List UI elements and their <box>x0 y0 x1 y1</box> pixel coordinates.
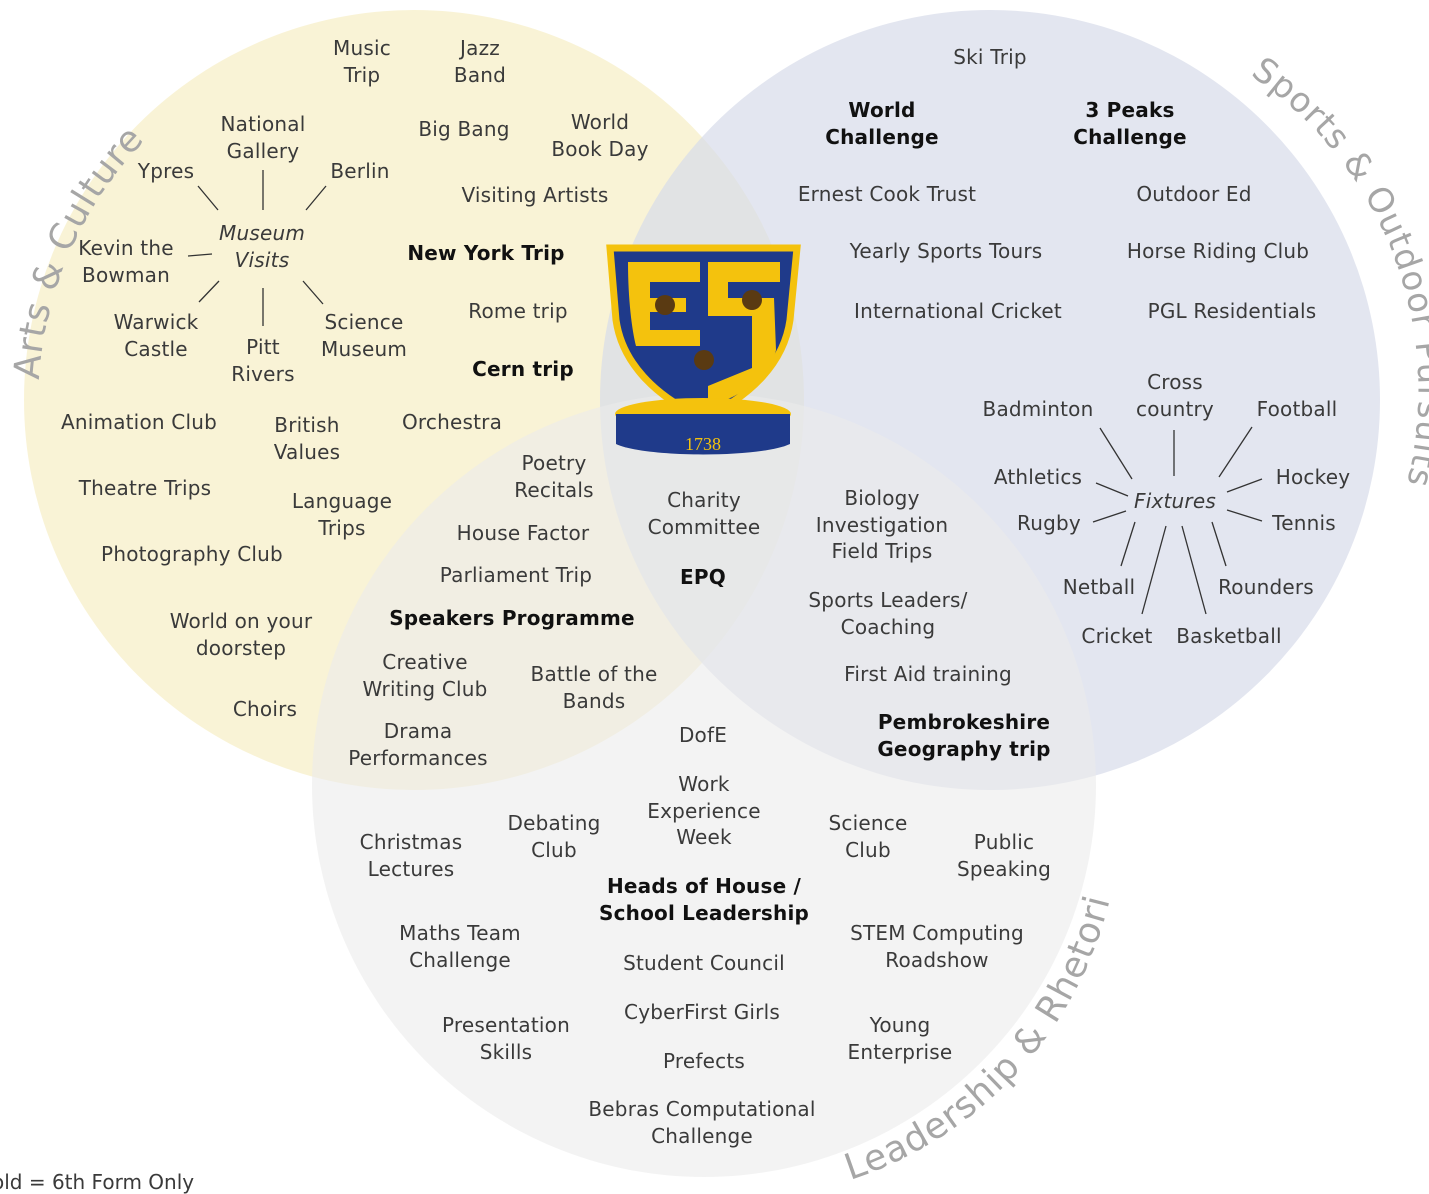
crest-lion-icons <box>655 290 762 370</box>
parliament-trip-label: Parliament Trip <box>439 563 593 587</box>
student-council-label: Student Council <box>623 951 785 975</box>
battle-of-bands-label: Battle of the Bands <box>530 662 658 713</box>
fixtures-hub: Fixtures <box>1134 489 1216 513</box>
three-peaks-label: 3 Peaks Challenge <box>1073 98 1187 149</box>
creative-writing-label: Creative Writing Club <box>362 650 488 701</box>
world-challenge-label: World Challenge <box>825 98 939 149</box>
charity-committee-label: Charity Committee <box>647 488 761 539</box>
maths-team-label: Maths Team Challenge <box>399 921 521 972</box>
world-on-doorstep-label: World on your doorstep <box>169 609 313 660</box>
museum-visits-hub: Museum Visits <box>218 221 306 272</box>
crest-ribbon <box>616 414 790 455</box>
leadership-rhetoric-circle <box>312 393 1096 1177</box>
berlin-label: Berlin <box>330 159 390 183</box>
tennis-label: Tennis <box>1272 511 1336 535</box>
rounders-label: Rounders <box>1218 575 1314 599</box>
rome-trip-label: Rome trip <box>468 299 568 323</box>
big-bang-label: Big Bang <box>418 117 510 141</box>
cyberfirst-label: CyberFirst Girls <box>624 1000 780 1024</box>
legend-note: old = 6th Form Only <box>0 1170 195 1194</box>
music-trip-label: Music Trip <box>333 36 391 87</box>
pgl-label: PGL Residentials <box>1147 299 1317 323</box>
photography-club-label: Photography Club <box>101 542 283 566</box>
museum-connectors <box>187 170 327 326</box>
pitt-rivers-label: Pitt Rivers <box>231 335 295 386</box>
school-crest: 1738 <box>606 244 801 455</box>
hockey-label: Hockey <box>1275 465 1351 489</box>
drama-performances-label: Drama Performances <box>348 719 488 770</box>
crest-letter-s <box>708 262 780 406</box>
young-enterprise-label: Young Enterprise <box>847 1013 953 1064</box>
sports-tours-label: Yearly Sports Tours <box>849 239 1043 263</box>
sports-leaders-label: Sports Leaders/ Coaching <box>808 588 968 639</box>
cern-trip-label: Cern trip <box>472 357 574 381</box>
presentation-skills-label: Presentation Skills <box>441 1013 571 1064</box>
dofe-label: DofE <box>678 723 728 747</box>
public-speaking-label: Public Speaking <box>956 830 1052 881</box>
football-label: Football <box>1256 397 1338 421</box>
epq-label: EPQ <box>680 565 726 589</box>
christmas-lectures-label: Christmas Lectures <box>359 830 463 881</box>
netball-label: Netball <box>1062 575 1136 599</box>
intl-cricket-label: International Cricket <box>854 299 1062 323</box>
kevin-bowman-label: Kevin the Bowman <box>78 236 174 287</box>
speakers-programme-label: Speakers Programme <box>389 606 635 630</box>
fixtures-connectors <box>1092 426 1263 615</box>
first-aid-label: First Aid training <box>844 662 1012 686</box>
warwick-castle-label: Warwick Castle <box>113 310 199 361</box>
heads-of-house-label: Heads of House / School Leadership <box>598 874 810 925</box>
ski-trip-label: Ski Trip <box>953 45 1027 69</box>
cross-country-label: Cross country <box>1136 370 1214 421</box>
science-museum-label: Science Museum <box>320 310 408 361</box>
orchestra-label: Orchestra <box>401 410 503 434</box>
british-values-label: British Values <box>273 413 341 464</box>
athletics-label: Athletics <box>993 465 1083 489</box>
world-book-day-label: World Book Day <box>551 110 649 161</box>
theatre-trips-label: Theatre Trips <box>78 476 212 500</box>
cricket-label: Cricket <box>1081 624 1153 648</box>
animation-club-label: Animation Club <box>60 410 218 434</box>
visiting-artists-label: Visiting Artists <box>461 183 609 207</box>
basketball-label: Basketball <box>1176 624 1282 648</box>
stem-computing-label: STEM Computing Roadshow <box>850 921 1024 972</box>
ypres-label: Ypres <box>137 159 195 183</box>
rugby-label: Rugby <box>1017 511 1081 535</box>
science-club-label: Science Club <box>828 811 908 862</box>
house-factor-label: House Factor <box>456 521 590 545</box>
horse-riding-label: Horse Riding Club <box>1126 239 1310 263</box>
outdoor-ed-label: Outdoor Ed <box>1136 182 1252 206</box>
biology-trips-label: Biology Investigation Field Trips <box>815 486 949 563</box>
debating-club-label: Debating Club <box>507 811 601 862</box>
bebras-label: Bebras Computational Challenge <box>588 1097 816 1148</box>
jazz-band-label: Jazz Band <box>453 36 507 87</box>
poetry-recitals-label: Poetry Recitals <box>514 451 594 502</box>
ernest-cook-label: Ernest Cook Trust <box>797 182 977 206</box>
language-trips-label: Language Trips <box>291 489 393 540</box>
badminton-label: Badminton <box>982 397 1094 421</box>
pembrokeshire-label: Pembrokeshire Geography trip <box>877 710 1051 761</box>
new-york-trip-label: New York Trip <box>407 241 565 265</box>
national-gallery-label: National Gallery <box>220 112 306 163</box>
set-circles <box>24 10 1380 1177</box>
choirs-label: Choirs <box>232 697 298 721</box>
crest-year: 1738 <box>685 434 721 454</box>
prefects-label: Prefects <box>662 1049 746 1073</box>
work-experience-label: Work Experience Week <box>647 772 761 849</box>
